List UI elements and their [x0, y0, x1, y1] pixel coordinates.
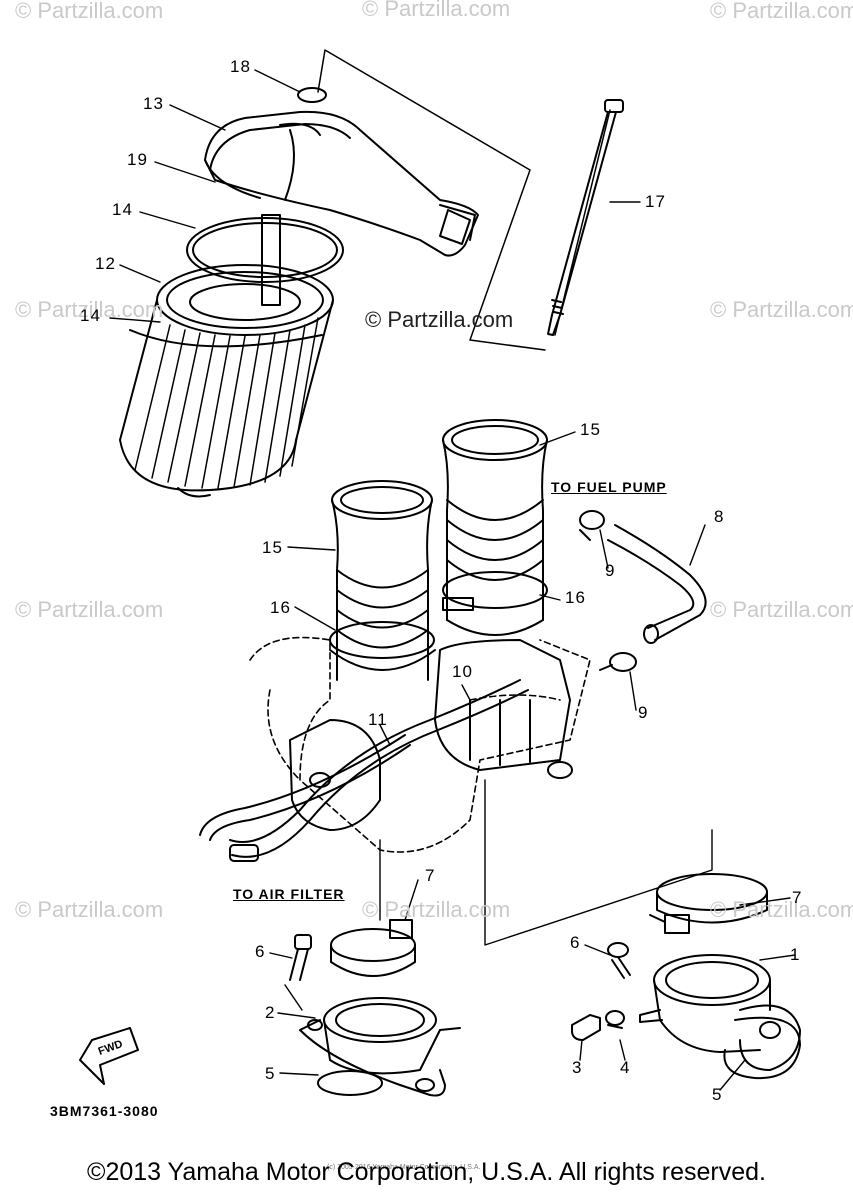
watermark: © Partzilla.com — [710, 297, 853, 322]
callout-6: 6 — [255, 942, 266, 961]
callout-14: 14 — [80, 306, 101, 325]
callout-16: 16 — [565, 588, 586, 607]
screw-6-right — [607, 942, 631, 979]
watermark: © Partzilla.com — [15, 0, 164, 23]
callout-5: 5 — [265, 1064, 276, 1083]
callout-11: 11 — [368, 710, 388, 729]
watermark: © Partzilla.com — [362, 0, 511, 21]
callout-4: 4 — [620, 1058, 631, 1077]
clip-9-lower — [599, 652, 637, 672]
leader-lines — [109, 69, 796, 1091]
clamp-16-left — [329, 621, 435, 659]
intake-joint-2 — [299, 997, 461, 1097]
copyright-footer: ©2013 Yamaha Motor Corporation, U.S.A. A… — [87, 1158, 766, 1186]
air-filter-case-cover — [204, 110, 479, 257]
grommet-18 — [297, 87, 327, 103]
callout-7: 7 — [792, 888, 803, 907]
watermark: © Partzilla.com — [710, 597, 853, 622]
gasket-5-left — [317, 1070, 383, 1096]
clamp-7-right — [649, 873, 768, 934]
callout-9: 9 — [605, 561, 616, 580]
intake-joint-1 — [639, 954, 801, 1071]
fwd-arrow — [79, 1027, 139, 1085]
callout-2: 2 — [265, 1003, 276, 1022]
callout-8: 8 — [714, 507, 725, 526]
callout-3: 3 — [572, 1058, 583, 1077]
o-ring-14-upper — [192, 222, 338, 278]
watermark: © Partzilla.com — [15, 897, 164, 922]
hose-8 — [607, 524, 707, 644]
clamp-16-right — [442, 571, 548, 609]
hose-10 — [229, 679, 529, 858]
callout-10: 10 — [452, 662, 473, 681]
tiny-copyright: (c) 2005-2016 Yamaha Motor Corporation, … — [327, 1164, 481, 1171]
intake-funnel-15-right — [442, 419, 548, 636]
carburetor-body — [249, 636, 591, 853]
callout-18: 18 — [230, 57, 251, 76]
callout-13: 13 — [143, 94, 164, 113]
callout-17: 17 — [645, 192, 666, 211]
center-watermark: © Partzilla.com — [365, 307, 514, 332]
seal-19 — [186, 217, 344, 283]
callout-1: 1 — [790, 945, 801, 964]
callout-16: 16 — [270, 598, 291, 617]
filter-element-12 — [119, 214, 334, 498]
hose-end-clip — [229, 844, 259, 862]
leader-lines-top — [317, 49, 611, 351]
screw-6-left — [289, 934, 312, 981]
cap-3 — [571, 1014, 601, 1041]
callout-19: 19 — [127, 150, 148, 169]
callout-14: 14 — [112, 200, 133, 219]
watermark: © Partzilla.com — [710, 897, 853, 922]
callout-12: 12 — [95, 254, 116, 273]
label-to-air-filter: TO AIR FILTER — [233, 886, 345, 902]
callout-9: 9 — [638, 703, 649, 722]
clip-4 — [605, 1010, 625, 1029]
callout-15: 15 — [580, 420, 601, 439]
carburetor-detail — [289, 639, 573, 831]
clamp-16-screw — [442, 597, 474, 611]
hose-11 — [199, 734, 411, 841]
watermark: © Partzilla.com — [15, 297, 164, 322]
bolt-17 — [547, 99, 624, 336]
alignment-lines — [284, 779, 713, 1011]
callout-5: 5 — [712, 1085, 723, 1104]
watermark: © Partzilla.com — [710, 0, 853, 23]
watermark: © Partzilla.com — [15, 597, 164, 622]
clamp-7-left — [330, 919, 416, 977]
diagram-code: 3BM7361-3080 — [50, 1103, 159, 1119]
clip-9-upper — [579, 510, 605, 541]
callout-15: 15 — [262, 538, 283, 557]
intake-funnel-15-left — [329, 480, 436, 681]
callout-6: 6 — [570, 933, 581, 952]
gasket-5-right — [723, 1016, 801, 1080]
label-to-fuel-pump: TO FUEL PUMP — [551, 479, 667, 495]
callout-7: 7 — [425, 866, 436, 885]
watermark: © Partzilla.com — [362, 897, 511, 922]
